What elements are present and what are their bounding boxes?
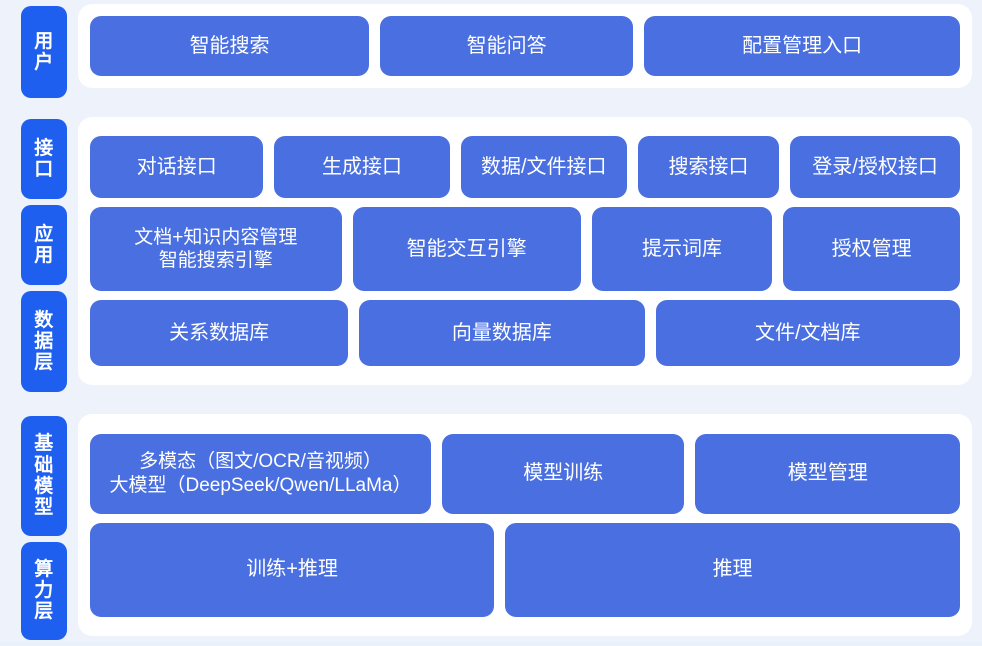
tab-column-model: 基 础 模 型 算 力 层 [0,410,72,646]
layer-tab-data-layer[interactable]: 数 据 层 [21,290,67,392]
layer-tab-compute-layer[interactable]: 算 力 层 [21,541,67,641]
layer-tab-char: 模 [34,475,54,497]
section-model: 基 础 模 型 算 力 层 多模态（图文/OCR/音视频） 大模型（DeepSe… [0,410,982,646]
box-generate-api[interactable]: 生成接口 [274,136,450,198]
layer-tab-char: 口 [34,158,54,180]
panel-user: 智能搜索 智能问答 配置管理入口 [78,4,972,88]
section-platform: 接 口 应 用 数 据 层 对话接口 生成接口 数据/文件接口 搜索接口 登录/… [0,113,982,398]
row-compute-resources: 训练+推理 推理 [90,522,960,617]
tab-column-platform: 接 口 应 用 数 据 层 [0,113,72,398]
box-file-doc-store[interactable]: 文件/文档库 [655,300,961,366]
box-inference[interactable]: 推理 [505,522,960,617]
box-search-api[interactable]: 搜索接口 [637,136,780,198]
panel-platform: 对话接口 生成接口 数据/文件接口 搜索接口 登录/授权接口 文档+知识内容管理… [78,117,972,385]
box-vector-db[interactable]: 向量数据库 [359,300,645,366]
box-smart-search[interactable]: 智能搜索 [90,16,370,76]
layer-tab-char: 础 [34,454,54,476]
layer-tab-char: 户 [34,52,54,73]
layer-tab-char: 用 [34,30,54,52]
layer-tab-char: 型 [34,497,54,519]
row-foundation-models: 多模态（图文/OCR/音视频） 大模型（DeepSeek/Qwen/LLaMa）… [90,433,960,514]
layer-tab-char: 数 [34,309,54,331]
box-auth-management[interactable]: 授权管理 [783,207,960,291]
layer-tab-char: 力 [34,580,54,602]
panel-model: 多模态（图文/OCR/音视频） 大模型（DeepSeek/Qwen/LLaMa）… [78,414,972,636]
layer-tab-char: 算 [34,558,54,580]
layer-tab-interface[interactable]: 接 口 [21,119,67,199]
row-data-stores: 关系数据库 向量数据库 文件/文档库 [90,300,961,366]
box-multimodal-llm[interactable]: 多模态（图文/OCR/音视频） 大模型（DeepSeek/Qwen/LLaMa） [90,433,431,514]
box-model-management[interactable]: 模型管理 [695,433,960,514]
box-smart-qa[interactable]: 智能问答 [380,16,634,76]
box-doc-knowledge-mgmt[interactable]: 文档+知识内容管理 智能搜索引擎 [90,207,342,291]
section-user: 用 户 智能搜索 智能问答 配置管理入口 [0,0,982,104]
box-dialog-api[interactable]: 对话接口 [90,136,264,198]
layer-tab-char: 接 [34,137,54,159]
box-interaction-engine[interactable]: 智能交互引擎 [352,207,581,291]
layer-tab-user[interactable]: 用 户 [21,6,67,98]
layer-tab-char: 用 [34,244,54,266]
layer-tab-char: 应 [34,223,54,245]
box-prompt-library[interactable]: 提示词库 [591,207,773,291]
layer-tab-char: 层 [34,352,54,374]
row-application-services: 文档+知识内容管理 智能搜索引擎 智能交互引擎 提示词库 授权管理 [90,207,960,291]
box-data-file-api[interactable]: 数据/文件接口 [460,136,627,198]
tab-column-user: 用 户 [0,0,72,104]
box-login-auth-api[interactable]: 登录/授权接口 [790,136,960,198]
row-interface-apis: 对话接口 生成接口 数据/文件接口 搜索接口 登录/授权接口 [90,136,960,198]
row-user-entries: 智能搜索 智能问答 配置管理入口 [90,16,960,76]
layer-tab-char: 层 [34,601,54,623]
box-relational-db[interactable]: 关系数据库 [90,300,349,366]
box-train-and-infer[interactable]: 训练+推理 [90,522,495,617]
box-config-portal[interactable]: 配置管理入口 [644,16,960,76]
layer-tab-application[interactable]: 应 用 [21,204,67,285]
layer-tab-foundation-model[interactable]: 基 础 模 型 [21,416,67,536]
layer-tab-char: 基 [34,433,54,455]
layer-tab-char: 据 [34,330,54,352]
box-model-training[interactable]: 模型训练 [441,433,685,514]
